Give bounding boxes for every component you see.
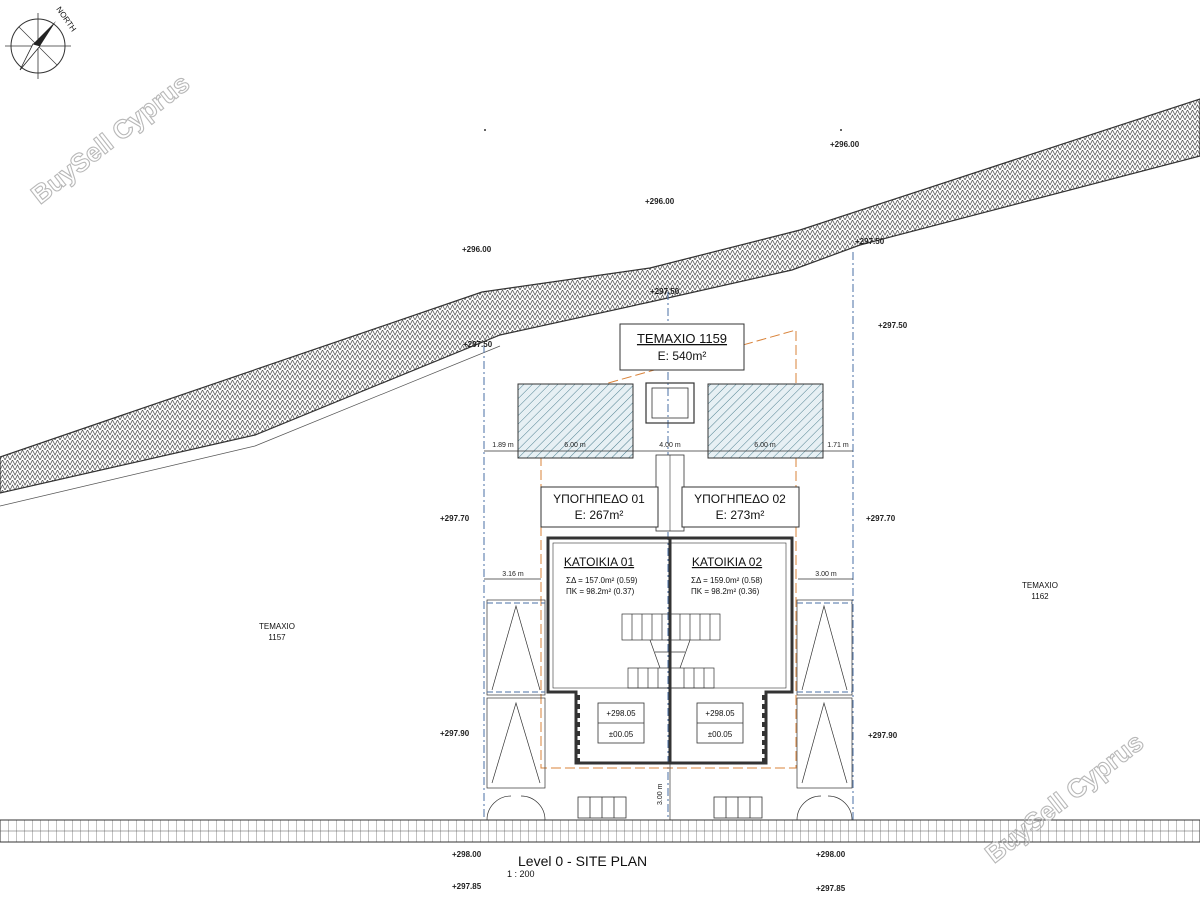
drawing-scale: 1 : 200 bbox=[507, 869, 535, 879]
house-2-level-2: ±00.05 bbox=[708, 730, 733, 739]
plot-area: Ε: 540m² bbox=[658, 349, 707, 363]
basement-1-area: Ε: 267m² bbox=[575, 508, 624, 522]
dim-8: 3.00 m bbox=[657, 783, 664, 805]
house-2-line1: ΣΔ = 159.0m² (0.58) bbox=[691, 576, 763, 585]
neighbor-right-line2: 1162 bbox=[1031, 592, 1049, 601]
dim-2: 6.00 m bbox=[564, 442, 586, 449]
house-1-levels: +298.05 ±00.05 bbox=[597, 702, 645, 744]
level-right-mid: +297.70 bbox=[866, 514, 896, 523]
plot-label-box: ΤΕΜΑΧΙΟ 1159 Ε: 540m² bbox=[619, 323, 745, 371]
basement-box-2: ΥΠΟΓΗΠΕΔΟ 02 Ε: 273m² bbox=[681, 486, 800, 528]
level-top-right-1: +296.00 bbox=[830, 140, 860, 149]
house-1-level-1: +298.05 bbox=[606, 709, 636, 718]
level-left-mid: +297.70 bbox=[440, 514, 470, 523]
level-right-low: +297.90 bbox=[868, 731, 898, 740]
level-top-center: +296.00 bbox=[645, 197, 675, 206]
north-arrow-icon: NORTH bbox=[5, 5, 78, 79]
basement-box-1: ΥΠΟΓΗΠΕΔΟ 01 Ε: 267m² bbox=[540, 486, 659, 528]
basement-1-title: ΥΠΟΓΗΠΕΔΟ 01 bbox=[553, 492, 645, 506]
pool-left bbox=[517, 383, 634, 459]
neighbor-right-line1: ΤΕΜΑΧΙΟ bbox=[1022, 581, 1058, 590]
level-bottom-right-2: +297.85 bbox=[816, 884, 846, 893]
house-1-title: ΚΑΤΟΙΚΙΑ 01 bbox=[564, 555, 635, 569]
house-1-line2: ΠΚ = 98.2m² (0.37) bbox=[566, 587, 635, 596]
dim-7: 3.00 m bbox=[815, 571, 837, 578]
level-left-upper: +297.50 bbox=[463, 340, 493, 349]
slope-band bbox=[0, 98, 1200, 494]
parking-right bbox=[796, 599, 853, 821]
level-ridge-right: +297.50 bbox=[855, 237, 885, 246]
level-bottom-right-1: +298.00 bbox=[816, 850, 846, 859]
basement-2-area: Ε: 273m² bbox=[716, 508, 765, 522]
basement-2-title: ΥΠΟΓΗΠΕΔΟ 02 bbox=[694, 492, 786, 506]
house-2-line2: ΠΚ = 98.2m² (0.36) bbox=[691, 587, 760, 596]
house-2-title: ΚΑΤΟΙΚΙΑ 02 bbox=[692, 555, 763, 569]
level-bottom-left-2: +297.85 bbox=[452, 882, 482, 891]
dimension-row-top bbox=[484, 447, 853, 455]
houses-outline bbox=[546, 536, 794, 765]
house-2-levels: +298.05 ±00.05 bbox=[696, 702, 744, 744]
house-1-level-2: ±00.05 bbox=[609, 730, 634, 739]
plot-boundary bbox=[483, 252, 854, 820]
neighbor-left-line2: 1157 bbox=[268, 633, 286, 642]
level-right-upper: +297.50 bbox=[878, 321, 908, 330]
pool-right bbox=[707, 383, 824, 459]
level-bottom-left-1: +298.00 bbox=[452, 850, 482, 859]
plot-title: ΤΕΜΑΧΙΟ 1159 bbox=[637, 331, 727, 346]
level-ridge-center: +297.50 bbox=[650, 287, 680, 296]
house-2-level-1: +298.05 bbox=[705, 709, 735, 718]
house-1-line1: ΣΔ = 157.0m² (0.59) bbox=[566, 576, 638, 585]
north-label: NORTH bbox=[54, 5, 78, 34]
dim-5: 1.71 m bbox=[827, 442, 849, 449]
level-left-low: +297.90 bbox=[440, 729, 470, 738]
dim-3: 4.00 m bbox=[659, 442, 681, 449]
watermark-bottom-right: BuySell Cyprus bbox=[979, 727, 1149, 869]
center-box bbox=[645, 382, 695, 424]
watermark-top-left: BuySell Cyprus bbox=[25, 68, 195, 210]
level-top-left: +296.00 bbox=[462, 245, 492, 254]
dim-1: 1.89 m bbox=[492, 442, 514, 449]
dim-6: 3.16 m bbox=[502, 571, 524, 578]
parking-left bbox=[486, 599, 546, 821]
dim-4: 6.00 m bbox=[754, 442, 776, 449]
stairs bbox=[621, 613, 721, 689]
neighbor-left-line1: ΤΕΜΑΧΙΟ bbox=[259, 622, 295, 631]
drawing-title: Level 0 - SITE PLAN bbox=[518, 853, 647, 869]
